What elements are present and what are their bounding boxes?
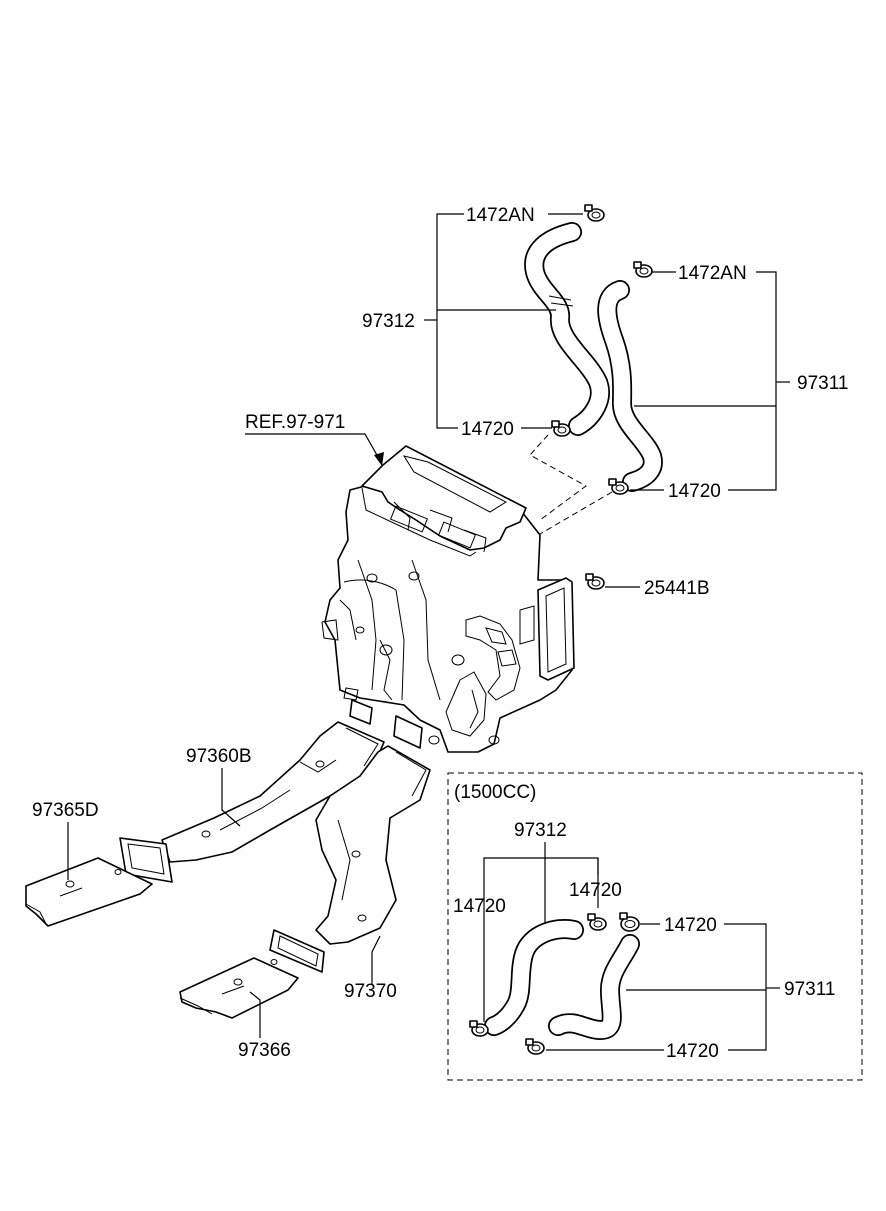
label-97370: 97370: [344, 981, 397, 1002]
rear-heating-duct-97370: [269, 745, 431, 973]
label-25441b: 25441B: [644, 578, 710, 599]
connection-guide-line: [539, 491, 613, 535]
hose-clamp-icon: [584, 204, 605, 222]
label-97311: 97311: [797, 373, 848, 394]
rear-heating-duct-97360b: [119, 721, 385, 883]
label-1472an-left: 1472AN: [466, 205, 535, 226]
part-labels: 1472AN 97312 14720 1472AN 97311 14720 RE…: [32, 205, 848, 1062]
heater-unit-assembly: [321, 445, 575, 753]
label-97360b: 97360B: [186, 746, 252, 767]
label-14720-right: 14720: [668, 481, 721, 502]
label-inset-14720-a: 14720: [569, 880, 622, 901]
label-97365d: 97365D: [32, 800, 99, 821]
duct-cover-97365d: [25, 857, 153, 927]
hose-clamp-icon: [469, 1020, 489, 1037]
hose-clamp-icon: [525, 1038, 545, 1055]
leader-lines-upper: [245, 213, 790, 588]
label-97312: 97312: [362, 311, 415, 332]
inset-1500cc: [447, 772, 863, 1081]
hose-clamp-icon: [633, 261, 653, 278]
leader-lines-ducts: [67, 768, 381, 1038]
hose-clamp-icon: [587, 913, 607, 931]
label-inset-14720-b: 14720: [453, 896, 506, 917]
label-inset-14720-d: 14720: [666, 1041, 719, 1062]
label-14720-left: 14720: [461, 419, 514, 440]
label-1472an-right: 1472AN: [678, 263, 747, 284]
label-inset-14720-c: 14720: [664, 915, 717, 936]
heater-hose-97312: [524, 222, 610, 436]
hose-clamp-icon: [608, 478, 629, 495]
hose-clamp-icon: [619, 912, 640, 932]
hose-clamp-icon: [585, 573, 605, 590]
inset-title: (1500CC): [454, 782, 536, 803]
hose-clamp-icon: [551, 420, 571, 437]
heater-hose-97311: [597, 280, 663, 492]
connection-guide-line: [529, 434, 587, 521]
label-inset-97312: 97312: [514, 820, 567, 841]
label-97366: 97366: [238, 1040, 291, 1061]
label-ref-97-971: REF.97-971: [245, 412, 345, 433]
duct-cover-97366: [179, 957, 299, 1019]
label-inset-97311: 97311: [784, 979, 835, 1000]
